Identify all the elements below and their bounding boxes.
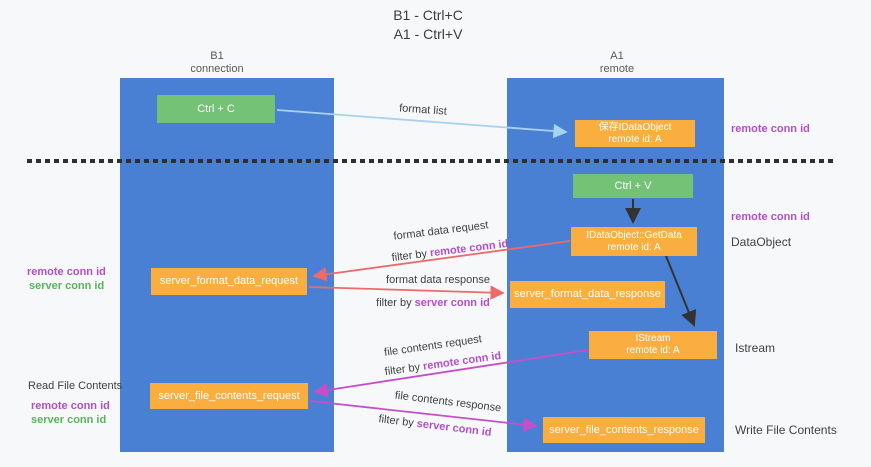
node-ctrl-c-label: Ctrl + C [197,102,235,115]
node-server-format-data-response: server_format_data_response [510,281,665,308]
label-filter-by-remote-conn-id-1: filter by remote conn id [391,238,509,264]
left-label-remote-conn-id-2: remote conn id [31,400,110,412]
node-format-response-label: server_format_data_response [514,288,661,300]
filter-highlight-3: remote conn id [422,349,502,373]
filter-prefix-4: filter by [377,413,418,430]
left-label-server-conn-id-1: server conn id [29,280,105,292]
title-line-1: B1 - Ctrl+C [393,7,463,23]
node-save-idataobject-line2: remote id: A [608,133,662,145]
right-label-dataobject: DataObject [731,235,792,249]
node-idataobject-getdata: IDataObject::GetData remote id: A [571,227,697,256]
node-ctrl-c: Ctrl + C [157,95,275,123]
node-server-file-contents-response: server_file_contents_response [543,417,705,443]
node-getdata-line2: remote id: A [607,241,661,253]
node-server-format-data-request: server_format_data_request [151,268,307,295]
lane-header-b1: B1 connection [147,50,287,76]
title-line-2: A1 - Ctrl+V [393,26,463,42]
lane-a1-subtitle: remote [599,63,635,75]
dashed-separator-line [27,159,835,163]
label-filter-by-server-conn-id-1: filter by server conn id [376,297,490,309]
right-label-write-file-contents: Write File Contents [735,423,837,437]
node-ctrl-v-label: Ctrl + V [614,179,652,192]
node-server-file-contents-request: server_file_contents_request [150,383,308,409]
node-istream: IStream remote id: A [589,331,717,359]
lane-b1-subtitle: connection [190,63,244,75]
lane-a1-name: A1 [610,50,624,62]
filter-highlight-2: server conn id [414,297,490,309]
node-istream-line2: remote id: A [626,345,680,356]
node-ctrl-v: Ctrl + V [573,174,693,198]
filter-highlight-4: server conn id [416,417,493,439]
node-istream-line1: IStream [635,333,671,344]
filter-highlight-1: remote conn id [429,237,509,260]
label-filter-by-server-conn-id-2: filter by server conn id [378,413,492,439]
filter-prefix-2: filter by [376,297,415,309]
right-label-istream: Istream [735,341,776,355]
right-label-remote-conn-id-2: remote conn id [731,211,810,223]
label-format-list: format list [398,102,448,118]
node-save-idataobject-line1: 保存IDataObject [598,121,672,133]
left-label-remote-conn-id-1: remote conn id [27,266,106,278]
node-format-request-label: server_format_data_request [159,275,299,287]
right-label-remote-conn-id-1: remote conn id [731,123,810,135]
label-format-data-response: format data response [386,274,490,286]
lane-header-a1: A1 remote [547,50,687,76]
node-getdata-line1: IDataObject::GetData [586,229,682,241]
left-label-read-file-contents: Read File Contents [28,380,123,392]
label-format-data-request: format data request [392,219,490,243]
filter-prefix-1: filter by [391,247,431,265]
diagram-title: B1 - Ctrl+C A1 - Ctrl+V [278,6,578,44]
filter-prefix-3: filter by [384,360,424,379]
lane-b1-name: B1 [210,50,224,62]
node-file-request-label: server_file_contents_request [158,389,300,402]
label-file-contents-response: file contents response [394,389,502,415]
left-label-server-conn-id-2: server conn id [31,414,107,426]
node-file-response-label: server_file_contents_response [549,423,699,436]
node-save-idataobject: 保存IDataObject remote id: A [575,120,695,147]
arrow-format-data-response [308,285,505,300]
